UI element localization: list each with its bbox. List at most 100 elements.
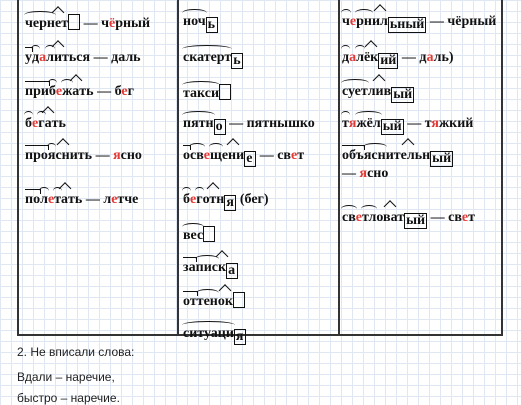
morpheme-root: т xyxy=(341,111,350,131)
table-border-right xyxy=(501,0,503,336)
morpheme-r: а xyxy=(349,50,357,65)
morpheme-suf: е xyxy=(54,16,62,31)
related-word-rest: т xyxy=(468,210,476,225)
morpheme-pref: объ xyxy=(342,145,365,164)
morpheme-suf: оват xyxy=(376,210,405,225)
morpheme-pref: от xyxy=(183,291,198,310)
morpheme-suf: а xyxy=(61,192,69,207)
morpheme-end: ый xyxy=(404,213,428,229)
col3-word-6: — ясно xyxy=(342,166,388,182)
morpheme-root: тл xyxy=(360,205,378,225)
morpheme-root: черн xyxy=(24,11,56,31)
morpheme-root: сует xyxy=(341,79,369,99)
checked-vowel: ё xyxy=(108,16,116,31)
morpheme-suf: к xyxy=(218,260,227,275)
morpheme-root: д xyxy=(340,45,351,65)
checked-vowel: а xyxy=(426,50,434,65)
morpheme-root: такси xyxy=(181,81,221,101)
word-analysis-table xyxy=(17,0,503,336)
related-word: — св xyxy=(427,210,462,225)
notes-heading: 2. Не вписали слова: xyxy=(17,345,135,359)
related-word-rest: даль xyxy=(111,50,141,65)
morpheme-root: ч xyxy=(341,9,351,29)
col2-word-7: вес xyxy=(181,223,216,244)
related-word: — xyxy=(90,50,112,65)
morpheme-root: пятн xyxy=(182,111,215,131)
morpheme-end: о xyxy=(213,119,226,135)
morpheme-suf: а xyxy=(72,84,80,99)
checked-vowel: е xyxy=(111,192,118,207)
morpheme-r: е xyxy=(355,210,362,225)
morpheme-pref: за xyxy=(183,257,197,276)
morpheme-suf: лив xyxy=(367,84,392,99)
morpheme-root: щ xyxy=(209,143,223,163)
morpheme-end: ый xyxy=(380,119,404,135)
morpheme-suf: ёк xyxy=(363,50,379,65)
morpheme-text: ть xyxy=(51,116,66,131)
related-word: — xyxy=(225,116,247,131)
related-word: — б xyxy=(93,84,122,99)
checked-vowel: е xyxy=(461,210,469,225)
related-word: — ч xyxy=(80,16,109,31)
morpheme-root: б xyxy=(47,79,57,99)
morpheme-r: а xyxy=(39,50,47,65)
morpheme-root: д xyxy=(30,45,41,65)
morpheme-text: сно xyxy=(367,166,389,181)
morpheme-root: б xyxy=(182,187,191,207)
related-word-rest: пятнышко xyxy=(246,116,315,131)
table-divider-2 xyxy=(338,0,340,336)
morpheme-root: л xyxy=(45,45,55,65)
morpheme-text: — xyxy=(342,166,360,181)
morpheme-end xyxy=(232,292,245,308)
morpheme-end xyxy=(219,84,232,100)
morpheme-root: г xyxy=(195,187,205,207)
morpheme-suf: ительн xyxy=(385,148,431,163)
related-word: (бег) xyxy=(236,192,269,207)
checked-vowel: я xyxy=(431,116,439,131)
morpheme-end: ь xyxy=(231,53,244,69)
morpheme-root: ситуаци xyxy=(182,321,235,341)
morpheme-r: е xyxy=(349,14,357,29)
morpheme-root: вес xyxy=(181,223,205,243)
morpheme-end: ый xyxy=(430,151,454,167)
related-word: — св xyxy=(256,148,291,163)
morpheme-root: ясн xyxy=(362,143,387,163)
morpheme-r: е xyxy=(203,148,210,163)
related-word: — д xyxy=(398,50,427,65)
morpheme-root: скатерт xyxy=(181,45,233,65)
related-word: — чёрный xyxy=(426,14,497,29)
morpheme-end: я xyxy=(233,329,246,345)
morpheme-pref: при xyxy=(25,81,50,100)
morpheme-root: тен xyxy=(195,289,220,309)
morpheme-root: св xyxy=(189,143,205,163)
table-divider-1 xyxy=(177,0,179,336)
morpheme-end: ьный xyxy=(387,17,427,33)
morpheme-end: а xyxy=(226,263,239,279)
morpheme-pref: про xyxy=(25,145,49,164)
table-border-left xyxy=(17,0,19,336)
col1-word-1: чернет — чёрный xyxy=(24,11,150,32)
morpheme-r: е xyxy=(190,192,197,207)
morpheme-end xyxy=(68,14,81,30)
related-word: — xyxy=(92,148,114,163)
morpheme-r: я xyxy=(348,116,357,131)
morpheme-suf: и xyxy=(53,50,63,65)
morpheme-text: ить xyxy=(69,148,93,163)
morpheme-root: св xyxy=(341,205,357,225)
related-word-rest: жкий xyxy=(438,116,474,131)
morpheme-end: ий xyxy=(378,53,399,69)
morpheme-r: е xyxy=(32,116,39,131)
morpheme-text: ть xyxy=(79,84,94,99)
morpheme-root: ноч xyxy=(182,9,207,29)
morpheme-r: е xyxy=(47,192,55,207)
morpheme-root: пис xyxy=(194,255,220,275)
col1-word-4: бегать xyxy=(24,111,66,132)
related-word-rest: тче xyxy=(117,192,139,207)
